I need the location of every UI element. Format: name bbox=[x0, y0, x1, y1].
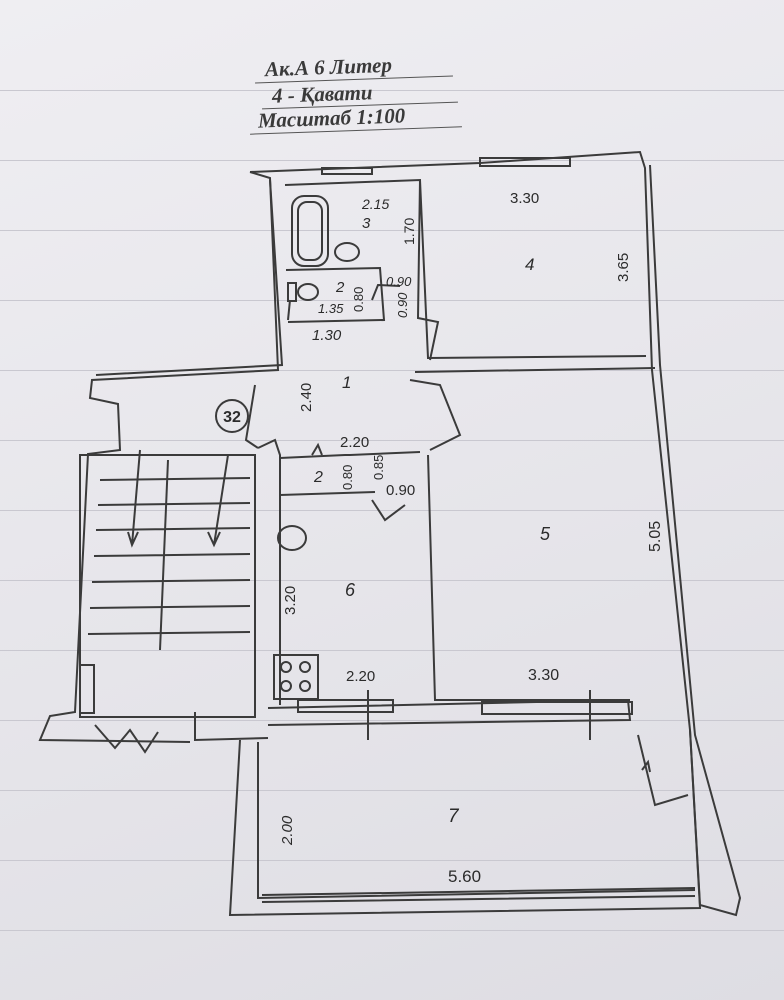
dim-closet-a: 0.80 bbox=[340, 465, 355, 490]
balcony-door bbox=[637, 734, 689, 807]
door-swing bbox=[371, 499, 406, 522]
window bbox=[481, 701, 633, 715]
dim-hall-width: 2.20 bbox=[340, 434, 369, 451]
paper-rule bbox=[0, 440, 784, 441]
hall-wall bbox=[244, 384, 259, 449]
paper-rule bbox=[0, 580, 784, 581]
paper-rule bbox=[0, 720, 784, 721]
dim-wc-door-side: 0.90 bbox=[395, 292, 410, 318]
dim-wc-width-b: 1.35 bbox=[318, 301, 344, 316]
interior-wall bbox=[95, 179, 284, 376]
door-swing bbox=[311, 442, 323, 456]
balcony-rail bbox=[261, 887, 696, 903]
stove-burner bbox=[299, 661, 311, 673]
dim-kitchen-depth: 3.20 bbox=[282, 586, 299, 615]
room-number-6: 6 bbox=[345, 580, 356, 600]
interior-wall bbox=[416, 179, 440, 361]
room-number-4: 4 bbox=[525, 255, 534, 274]
interior-wall bbox=[287, 299, 291, 321]
room-number-5: 5 bbox=[540, 524, 551, 544]
stair-steps bbox=[87, 459, 251, 651]
stair-arrow bbox=[127, 449, 141, 548]
dim-balcony-width: 5.60 bbox=[448, 867, 481, 886]
interior-wall bbox=[194, 712, 269, 742]
paper-rule bbox=[0, 160, 784, 161]
paper-rule bbox=[0, 650, 784, 651]
interior-wall bbox=[284, 178, 647, 360]
apartment-number-circle bbox=[215, 399, 249, 433]
interior-wall bbox=[279, 491, 376, 496]
interior-wall bbox=[427, 454, 630, 701]
stove-burner bbox=[280, 680, 292, 692]
interior-wall bbox=[279, 451, 421, 459]
balcony-wall bbox=[228, 729, 702, 917]
stove-burner bbox=[299, 680, 311, 692]
stove bbox=[273, 654, 319, 700]
apartment-number: 32 bbox=[223, 409, 241, 426]
stairwell bbox=[79, 454, 256, 718]
stair-rail bbox=[79, 664, 95, 714]
dim-room4-depth: 3.65 bbox=[615, 253, 632, 282]
balcony-wall bbox=[257, 742, 696, 900]
paper-rule bbox=[0, 790, 784, 791]
bathtub bbox=[291, 195, 329, 267]
room-number-7: 7 bbox=[448, 806, 460, 827]
dim-balcony-depth: 2.00 bbox=[279, 815, 296, 846]
dim-closet-door: 0.90 bbox=[386, 482, 415, 499]
window bbox=[297, 699, 394, 713]
room-number-3: 3 bbox=[362, 215, 371, 232]
dim-wc-door: 0.90 bbox=[386, 274, 412, 289]
dim-closet-b: 0.85 bbox=[371, 455, 386, 480]
dim-room4-width: 3.30 bbox=[510, 190, 539, 207]
room-number-2-wc: 2 bbox=[335, 279, 345, 296]
paper-rule bbox=[0, 230, 784, 231]
paper-rule bbox=[0, 300, 784, 301]
toilet-tank bbox=[287, 282, 297, 302]
interior-wall bbox=[257, 438, 281, 705]
dim-room5-width: 3.30 bbox=[528, 667, 559, 684]
kitchen-sink bbox=[277, 525, 307, 551]
window bbox=[321, 167, 373, 175]
dim-room5-depth: 5.05 bbox=[647, 521, 664, 552]
room-number-1: 1 bbox=[342, 373, 351, 392]
bathtub-inner bbox=[297, 201, 323, 261]
sink bbox=[334, 242, 360, 262]
interior-wall bbox=[285, 266, 386, 323]
paper-rule bbox=[0, 510, 784, 511]
paper-rule bbox=[0, 370, 784, 371]
paper-rule bbox=[0, 90, 784, 91]
interior-wall bbox=[267, 698, 632, 726]
toilet bbox=[297, 283, 319, 301]
stair-arrow bbox=[207, 454, 229, 548]
paper-rule bbox=[0, 860, 784, 861]
balcony-door bbox=[641, 759, 651, 773]
dim-wc-width-a: 0.80 bbox=[351, 287, 366, 312]
hall-wall bbox=[409, 379, 462, 451]
room-number-2-closet: 2 bbox=[313, 469, 323, 486]
interior-wall bbox=[414, 367, 656, 373]
entrance-door bbox=[94, 724, 159, 754]
dim-hall-depth: 2.40 bbox=[298, 383, 315, 412]
exterior-wall bbox=[38, 171, 280, 743]
dim-bath-depth: 1.70 bbox=[401, 218, 417, 245]
window bbox=[479, 157, 571, 167]
stove-burner bbox=[280, 661, 292, 673]
dim-wc-bottom: 1.30 bbox=[312, 327, 342, 344]
paper-rule bbox=[0, 930, 784, 931]
door-swing bbox=[367, 690, 591, 740]
dim-bath-width: 2.15 bbox=[361, 196, 389, 212]
dim-kitchen-width: 2.20 bbox=[346, 668, 375, 685]
door-swing bbox=[371, 283, 401, 301]
